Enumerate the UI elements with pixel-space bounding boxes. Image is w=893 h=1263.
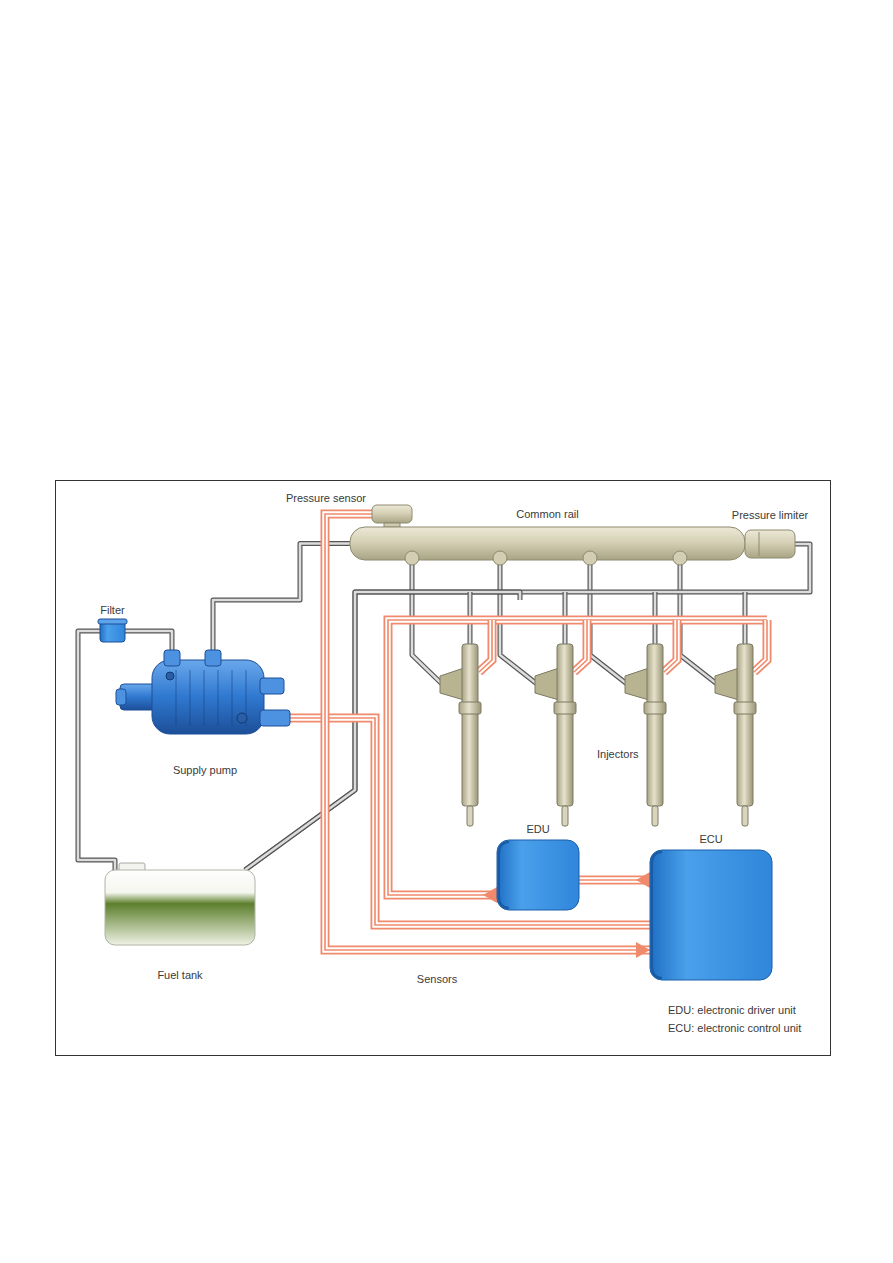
unit-box: [650, 850, 772, 980]
injector-body: [715, 644, 756, 826]
signal-line: [579, 872, 650, 888]
part-label: Fuel tank: [157, 969, 202, 982]
signal-wire: [479, 620, 492, 672]
signal-wire-gap: [388, 620, 497, 895]
fuel-pipe-core: [412, 600, 442, 684]
legend-note: EDU: electronic driver unit: [668, 1004, 796, 1017]
signal-wire-core: [664, 620, 677, 672]
rail-outlet: [673, 551, 687, 565]
unit-edge: [499, 842, 509, 908]
injector-body: [440, 644, 481, 826]
unit-edge: [652, 852, 662, 978]
filter-part: Filter: [100, 620, 125, 642]
signal-line: [388, 620, 497, 903]
fuel-line: [125, 631, 172, 650]
rail-outlet: [493, 551, 507, 565]
signal-wire-core: [574, 620, 587, 672]
signal-wire-gap: [754, 620, 767, 672]
fuel-pipe-core: [125, 631, 172, 650]
sensor-part: Pressure sensor: [372, 505, 412, 523]
fuel-pipe: [245, 592, 520, 870]
part-illustration: [350, 527, 745, 560]
pump-illustration: [116, 650, 290, 734]
part-label: Injectors: [597, 748, 639, 761]
signal-wire: [388, 620, 497, 895]
part-label: Pressure sensor: [286, 492, 366, 505]
fuel-pipe: [500, 600, 537, 684]
signal-wire-core: [325, 514, 650, 950]
signal-wire-gap: [574, 620, 587, 672]
rail-outlet: [405, 551, 419, 565]
part-illustration: [497, 840, 579, 910]
fuel-line: [78, 631, 115, 870]
tank-body: [105, 870, 255, 945]
figure-frame: [56, 481, 831, 1056]
part-label: Supply pump: [173, 764, 237, 777]
part-illustration: [120, 650, 290, 742]
arrow-head: [483, 887, 497, 903]
part-label: Pressure limiter: [732, 509, 808, 522]
part-label: ECU: [699, 833, 722, 846]
fuel-pipe-core: [500, 600, 537, 684]
signal-wire: [325, 514, 650, 950]
part-label: Common rail: [516, 508, 578, 521]
group-label: Sensors: [417, 973, 457, 986]
arrow-head: [636, 872, 650, 888]
signal-wire-core: [388, 620, 497, 895]
signal-wire-gap: [664, 620, 677, 672]
part-illustration: [745, 530, 795, 558]
signal-line: [325, 514, 650, 958]
fuel-pipe: [125, 631, 172, 650]
signal-wire: [664, 620, 677, 672]
signal-wire-gap: [325, 514, 650, 950]
fuel-pipe-core: [78, 631, 115, 870]
injector-group: Injectors: [400, 600, 790, 830]
driver-unit: EDU: [497, 840, 579, 910]
fuel-line: [245, 592, 520, 870]
limiter-part: Pressure limiter: [745, 530, 795, 558]
part-label: Filter: [100, 604, 124, 617]
fuel-pipe: [590, 600, 627, 684]
fuel-pipe: [245, 544, 810, 870]
sensor-body: [372, 505, 412, 523]
legend-note: ECU: electronic control unit: [668, 1022, 801, 1035]
unit-box: [497, 840, 579, 910]
fuel-line: [245, 544, 810, 870]
signal-wire-gap: [479, 620, 492, 672]
fuel-pipe-core: [245, 592, 520, 870]
part-illustration: [650, 850, 772, 980]
signal-wire: [574, 620, 587, 672]
filter-cap: [98, 619, 127, 624]
signal-wire-core: [479, 620, 492, 672]
fuel-tank: Fuel tank: [105, 870, 255, 945]
arrow-head: [636, 942, 650, 958]
fuel-pipe: [680, 600, 717, 684]
rail-part: Common rail: [350, 527, 745, 560]
signal-wire: [754, 620, 767, 672]
control-unit: ECU: [650, 850, 772, 980]
limiter-body: [745, 530, 795, 558]
fuel-pipe: [78, 631, 115, 870]
injector-body: [535, 644, 576, 826]
fuel-pipe-core: [245, 544, 810, 870]
sensor-stem: [384, 523, 400, 527]
part-illustration: [100, 620, 125, 642]
injector-body: [625, 644, 666, 826]
pump-part: Supply pump: [120, 650, 290, 742]
part-illustration: [372, 505, 412, 523]
rail-outlet: [583, 551, 597, 565]
fuel-pipe: [412, 600, 442, 684]
signal-wire-core: [754, 620, 767, 672]
part-illustration: [105, 870, 255, 945]
fuel-pipe-core: [680, 600, 717, 684]
fuel-pipe-core: [590, 600, 627, 684]
injector-wires: [400, 620, 767, 672]
part-label: EDU: [526, 823, 549, 836]
part-illustration: [400, 600, 790, 830]
